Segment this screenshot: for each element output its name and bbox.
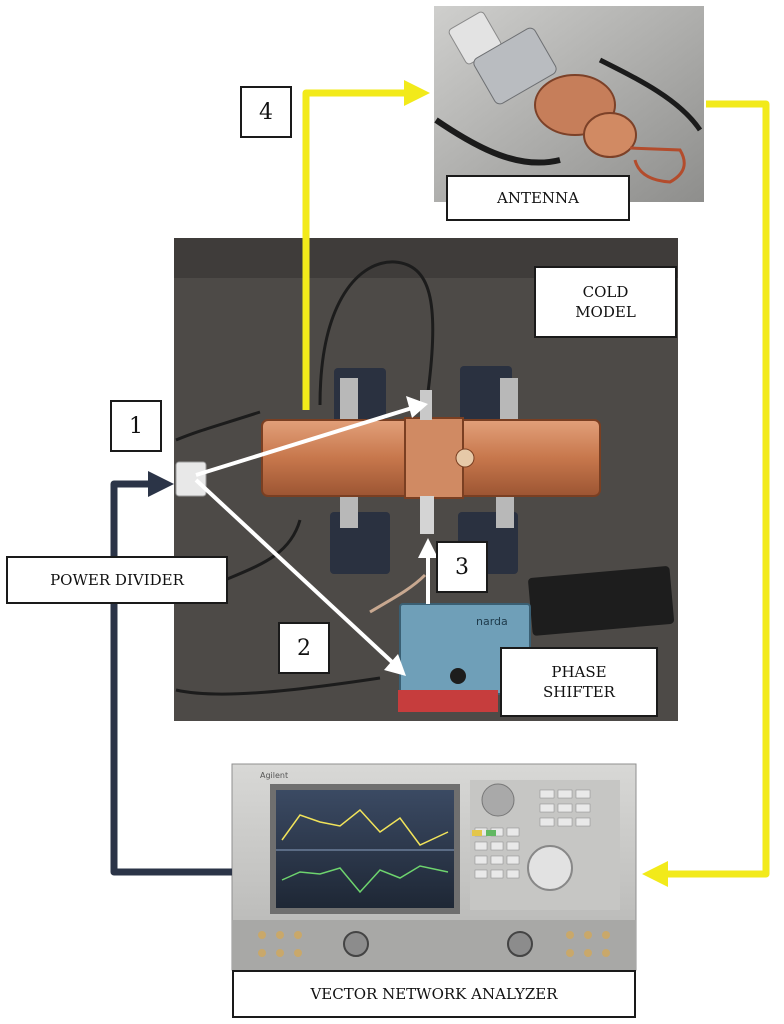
cable [175, 676, 381, 696]
label-antenna: ANTENNA [446, 175, 630, 221]
arrow-divider-to-cavity [195, 406, 413, 477]
antenna-cable-2 [598, 57, 703, 132]
phase-shifter-base [398, 690, 498, 712]
label-vector-network-analyzer: VECTOR NETWORK ANALYZER [232, 970, 636, 1018]
label-cold-model-text: COLD MODEL [575, 283, 636, 321]
vna-port-1 [343, 931, 369, 957]
number-2-text: 2 [297, 635, 311, 661]
yellow-line-cavity-to-antenna [302, 89, 408, 410]
cavity-center-block [404, 417, 464, 499]
vna-keys [474, 789, 591, 879]
number-3-text: 3 [455, 554, 469, 580]
number-box-4: 4 [240, 86, 292, 138]
number-4-text: 4 [259, 99, 273, 125]
arrowhead [418, 538, 438, 558]
vna-port-2 [507, 931, 533, 957]
label-power-divider-text: POWER DIVIDER [50, 571, 184, 589]
cavity-port [455, 448, 475, 468]
label-cold-model: COLD MODEL [534, 266, 677, 338]
arrow-divider-to-phase-shifter [194, 478, 394, 664]
number-box-3: 3 [436, 541, 488, 593]
number-1-text: 1 [129, 413, 143, 439]
antenna-photo [434, 6, 704, 202]
yellow-arrowhead-antenna [404, 80, 430, 106]
white-arrows [194, 396, 438, 676]
power-divider-device [175, 461, 207, 497]
stand [500, 378, 518, 422]
pad [460, 366, 512, 426]
yellow-arrowhead-vna [642, 861, 668, 887]
navy-line-vna-to-divider [110, 480, 232, 876]
vna-photo: Agilent [231, 763, 637, 971]
antenna-loop [629, 146, 686, 184]
phase-shifter-brand: narda [476, 615, 508, 628]
label-vna-text: VECTOR NETWORK ANALYZER [310, 985, 558, 1003]
label-phase-shifter: PHASE SHIFTER [500, 647, 658, 717]
cable [175, 410, 261, 442]
antenna-connector-body [473, 27, 557, 105]
navy-path [110, 471, 232, 876]
arrowhead [406, 396, 428, 418]
yellow-line-antenna-to-vna [666, 100, 770, 878]
arrowhead [384, 654, 406, 676]
cable [318, 260, 435, 406]
cable [224, 519, 302, 582]
stand [340, 378, 358, 422]
cable [369, 573, 427, 614]
black-case [528, 566, 675, 636]
label-power-divider: POWER DIVIDER [6, 556, 228, 604]
vna-nav-pad [481, 783, 515, 817]
number-box-2: 2 [278, 622, 330, 674]
vna-screen [276, 790, 454, 908]
navy-arrowhead-divider [148, 471, 174, 497]
connector [420, 496, 434, 534]
antenna-cable [434, 117, 561, 166]
label-phase-shifter-text: PHASE SHIFTER [543, 663, 615, 701]
antenna-copper-body [583, 112, 637, 158]
vna-small-ports [258, 931, 610, 957]
vna-knob [527, 845, 573, 891]
phase-shifter-knob [450, 668, 466, 684]
yellow-path [302, 80, 770, 887]
number-box-1: 1 [110, 400, 162, 452]
vna-brand: Agilent [260, 771, 288, 780]
vna-trace-1 [281, 808, 449, 846]
vna-key-green [486, 830, 496, 836]
pad [330, 512, 390, 574]
vna-key-yellow [472, 830, 482, 836]
vna-port-panel [232, 920, 636, 970]
vna-trace-2 [281, 865, 449, 894]
label-antenna-text: ANTENNA [497, 189, 579, 207]
